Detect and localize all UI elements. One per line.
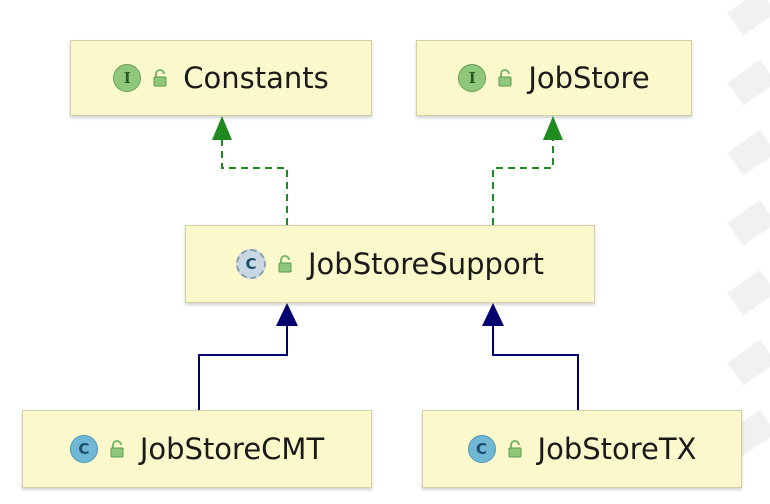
unlocked-icon (508, 440, 522, 458)
node-jobstore-tx[interactable]: C JobStoreTX (422, 410, 742, 488)
interface-icon: I (458, 64, 487, 92)
class-icon: C (467, 435, 496, 463)
class-icon: C (69, 435, 98, 463)
interface-icon: I (113, 64, 142, 92)
edge-cmt-extends-support (198, 303, 298, 410)
unlocked-icon (153, 69, 167, 87)
node-label: JobStoreSupport (308, 247, 544, 281)
edge-support-implements-jobstore (492, 116, 563, 225)
node-constants[interactable]: I Constants (70, 40, 372, 116)
unlocked-icon (498, 69, 512, 87)
node-label: JobStoreCMT (139, 432, 325, 466)
unlocked-icon (110, 440, 124, 458)
node-label: JobStore (528, 61, 650, 95)
node-jobstore[interactable]: I JobStore (416, 40, 692, 116)
unlocked-icon (278, 255, 292, 273)
node-jobstore-support[interactable]: C JobStoreSupport (185, 225, 595, 303)
background-pattern (727, 0, 770, 456)
node-label: JobStoreTX (537, 432, 697, 466)
node-label: Constants (183, 61, 329, 95)
edge-support-implements-constants (212, 116, 288, 225)
node-jobstore-cmt[interactable]: C JobStoreCMT (22, 410, 372, 488)
abstract-class-icon: C (236, 249, 266, 279)
edge-tx-extends-support (482, 303, 579, 410)
